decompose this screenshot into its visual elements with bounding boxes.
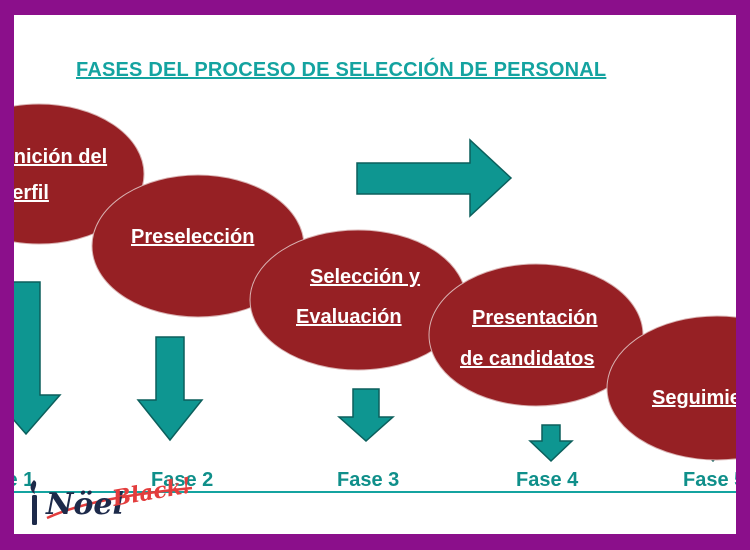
down-arrow-fase-2: [136, 336, 204, 442]
noel-black-logo: Nöel Black!: [30, 472, 194, 525]
fase-label-1: Fase 1: [14, 469, 34, 491]
down-arrow-fase-1: [14, 281, 62, 436]
phase-1-label-line1: Definición del: [14, 146, 107, 168]
fase-label-2: Fase 2: [151, 469, 213, 491]
phase-1-label-line2: perfil: [14, 182, 49, 204]
torch-handle: [32, 495, 37, 525]
phase-5-label: Seguimiento: [652, 387, 736, 409]
page-title: FASES DEL PROCESO DE SELECCIÓN DE PERSON…: [76, 59, 607, 81]
phase-2-label: Preselección: [131, 226, 254, 248]
phase-4-label-line2: de candidatos: [460, 348, 594, 370]
process-direction-arrow: [356, 138, 513, 218]
process-diagram: Definición del perfil Preselección Selec…: [14, 103, 736, 493]
logo-text-secondary: Black!: [110, 472, 194, 512]
torch-icon: [30, 480, 37, 494]
logo-text-primary: Nöel: [45, 487, 124, 522]
phase-3-label-line1: Selección y: [310, 266, 421, 288]
fase-label-3: Fase 3: [337, 469, 399, 491]
phase-ellipse-5: [606, 315, 736, 461]
down-arrow-fase-3: [337, 388, 395, 443]
slide-frame: FASES DEL PROCESO DE SELECCIÓN DE PERSON…: [14, 15, 736, 534]
fase-label-4: Fase 4: [516, 469, 579, 491]
down-arrow-fase-4: [528, 424, 574, 463]
phase-4-label-line1: Presentación: [472, 307, 598, 329]
logo-swoosh: [46, 486, 193, 520]
phase-3-label-line2: Evaluación: [296, 306, 402, 328]
fase-label-5: Fase 5: [683, 469, 736, 491]
